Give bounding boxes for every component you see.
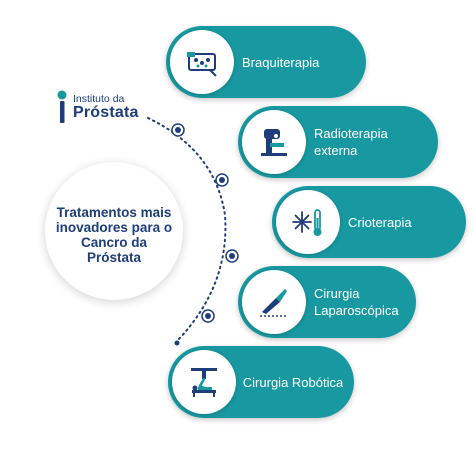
scalpel-icon	[242, 270, 306, 334]
logo-text-main: Próstata	[73, 104, 139, 121]
treatment-label: Crioterapia	[348, 214, 412, 230]
treatment-label-text: Radioterapia externa	[314, 126, 388, 158]
snowflake-thermometer-icon	[276, 190, 340, 254]
treatment-label: Braquiterapia	[242, 54, 320, 70]
connector-node	[171, 123, 185, 137]
connector-node	[225, 249, 239, 263]
treatment-label: Cirurgia Laparoscópica	[314, 266, 414, 338]
treatment-label: Cirurgia Robótica	[238, 346, 348, 418]
connector-node	[201, 309, 215, 323]
treatment-cirurgia-laparoscopica[interactable]: Cirurgia Laparoscópica	[238, 266, 416, 338]
robotic-arm-icon	[172, 350, 236, 414]
treatment-radioterapia-externa[interactable]: Radioterapia externa	[238, 106, 438, 178]
connector-node	[215, 173, 229, 187]
logo-mark-icon	[57, 90, 67, 123]
brachytherapy-grid-icon	[170, 30, 234, 94]
connector-end-dot	[174, 340, 180, 346]
treatment-cirurgia-robotica[interactable]: Cirurgia Robótica	[168, 346, 354, 418]
logo: Instituto da Próstata	[56, 90, 166, 126]
treatment-label-text: Cirurgia Robótica	[242, 374, 344, 390]
treatment-braquiterapia[interactable]: Braquiterapia	[166, 26, 366, 98]
treatment-label-text: Cirurgia Laparoscópica	[314, 286, 399, 318]
center-circle	[45, 162, 183, 300]
center-title: Tratamentos mais inovadores para o Cancr…	[55, 205, 173, 265]
radiotherapy-machine-icon	[242, 110, 306, 174]
treatment-crioterapia[interactable]: Crioterapia	[272, 186, 466, 258]
treatment-label: Radioterapia externa	[314, 106, 424, 178]
logo-text-top: Instituto da	[73, 93, 125, 105]
